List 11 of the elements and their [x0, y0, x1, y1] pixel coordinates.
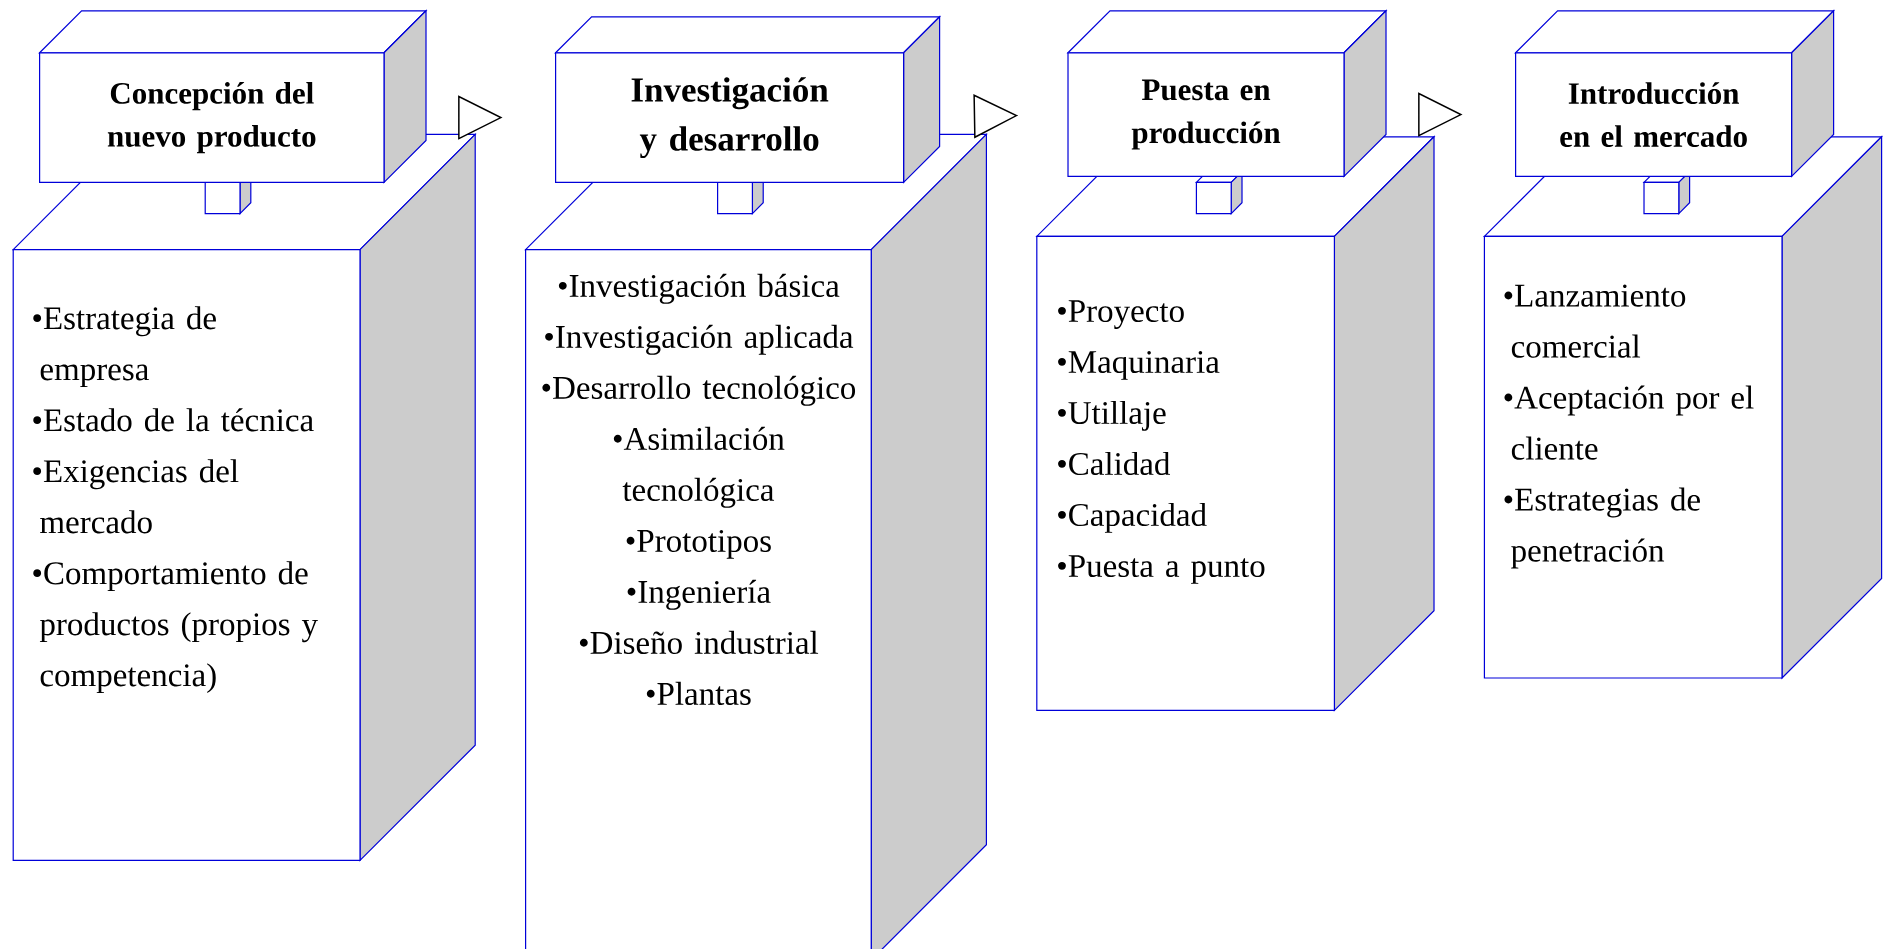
node-label: •Asimilación tecnológica: [613, 426, 785, 508]
node-label: •Plantas: [646, 681, 751, 706]
arrow: [1418, 92, 1463, 137]
arrow: [458, 95, 503, 140]
node-label: •Investigación aplicada: [545, 324, 854, 355]
node-label: •Diseño industrial: [579, 630, 819, 655]
node-label: •Prototipos: [626, 529, 771, 559]
node-label: •Desarrollo tecnológico: [542, 375, 856, 406]
arrow: [973, 94, 1019, 139]
node-label: •Ingeniería: [627, 579, 771, 610]
node-label: •Investigación básica: [558, 273, 840, 304]
